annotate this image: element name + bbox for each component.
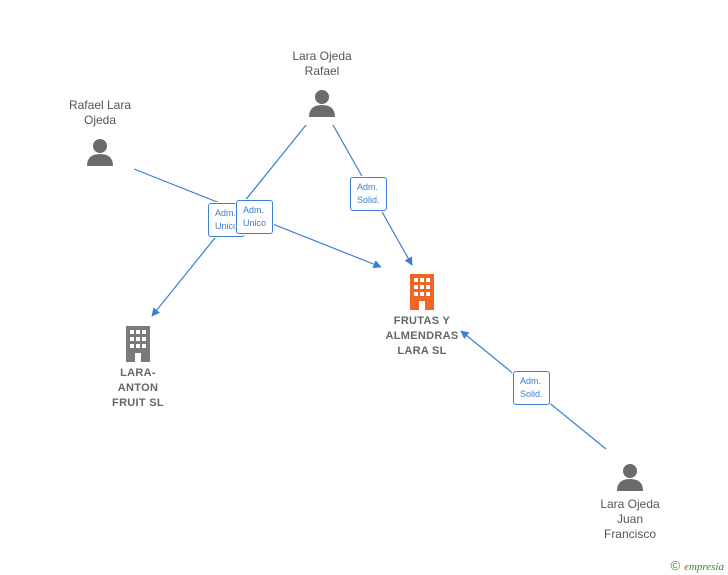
company-label: FRUTAS Y ALMENDRAS LARA SL <box>385 315 459 357</box>
person-label: Lara Ojeda Rafael <box>292 49 352 78</box>
person-node[interactable]: Lara Ojeda Juan Francisco <box>580 460 680 550</box>
relation-badge[interactable]: Adm. Unico <box>236 200 274 234</box>
person-node[interactable]: Rafael Lara Ojeda <box>50 97 150 177</box>
company-node[interactable]: FRUTAS Y ALMENDRAS LARA SL <box>372 272 472 362</box>
copyright-icon: © <box>670 558 681 573</box>
relation-badge[interactable]: Adm. Solid. <box>513 371 550 405</box>
company-node[interactable]: LARA- ANTON FRUIT SL <box>88 324 188 414</box>
building-icon <box>410 274 434 310</box>
brand-footer[interactable]: ©empresia <box>670 558 724 573</box>
person-icon <box>309 90 335 117</box>
person-label: Rafael Lara Ojeda <box>68 98 132 127</box>
person-label: Lara Ojeda Juan Francisco <box>600 497 660 541</box>
person-icon <box>617 464 643 491</box>
person-node[interactable]: Lara Ojeda Rafael <box>272 48 372 128</box>
person-icon <box>87 139 113 166</box>
company-label: LARA- ANTON FRUIT SL <box>112 367 164 409</box>
brand-logo: empresia <box>684 561 724 573</box>
relation-badge[interactable]: Adm. Solid. <box>350 177 387 211</box>
building-icon <box>126 326 150 362</box>
